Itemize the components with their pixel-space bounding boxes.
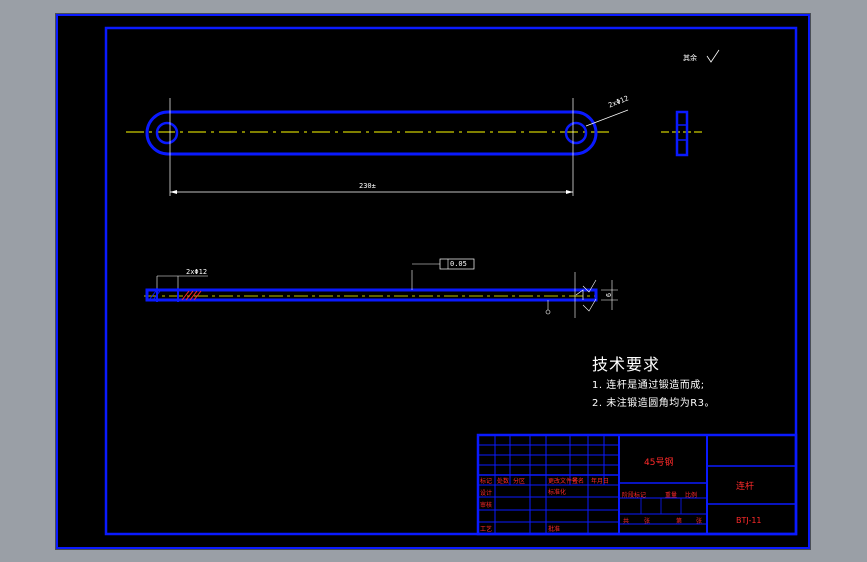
arrow-left — [170, 190, 177, 194]
roughness-symbol — [706, 49, 720, 63]
col-label-sign: 签名 — [572, 478, 585, 485]
col-label-date: 年月日 — [591, 478, 610, 485]
inner-border — [104, 26, 798, 536]
row-label-review: 审核 — [480, 502, 493, 509]
drawing-sheet — [56, 14, 810, 549]
col-label-change-doc: 更改文件号 — [548, 478, 579, 485]
drawing-number: BTJ-11 — [736, 516, 762, 525]
row-label-mark: 标记 — [480, 478, 493, 485]
length-dimension-text: 230± — [359, 182, 376, 190]
end-roughness-mark — [575, 289, 584, 300]
sheet-label-sheet1: 张 — [644, 518, 651, 525]
right-hole — [564, 121, 588, 145]
approve-label: 批准 — [548, 526, 561, 533]
hole-callout-side: 2xΦ12 — [186, 268, 208, 276]
side-view — [144, 258, 618, 318]
hole-leader — [585, 109, 629, 127]
title-block — [476, 433, 798, 536]
end-view — [661, 110, 704, 157]
tolerance-frame — [439, 258, 475, 270]
tolerance-value: 0.05 — [450, 260, 467, 268]
cad-viewport[interactable]: 230± 2xΦ12 2xΦ12 0.05 6 其余 技术要求 1. 连杆是通过… — [56, 14, 810, 549]
tech-note-1: 1. 连杆是通过锻造而成; — [592, 380, 705, 391]
left-hole — [155, 121, 179, 145]
stage-label-weight: 重量 — [665, 492, 678, 499]
thickness-dim-text: 6 — [605, 292, 614, 298]
row-label-process: 工艺 — [480, 526, 493, 533]
stage-label-scale: 比例 — [685, 492, 698, 499]
row-label-design: 设计 — [480, 490, 493, 497]
end-view-body — [675, 110, 689, 157]
sheet-label-no: 第 — [676, 518, 683, 525]
sheet-label-total: 共 — [623, 518, 630, 525]
side-body — [145, 288, 598, 302]
col-label-count: 处数 — [497, 478, 510, 485]
outer-frame — [56, 14, 810, 549]
col-label-zone: 分区 — [513, 478, 526, 485]
std-label: 标准化 — [548, 489, 567, 496]
rod-outline — [145, 110, 598, 156]
part-name: 连杆 — [736, 482, 755, 492]
datum-marker — [545, 309, 551, 315]
stage-label-mark: 阶段标记 — [622, 492, 647, 499]
arrow-right — [566, 190, 573, 194]
tech-notes-title: 技术要求 — [592, 355, 661, 374]
material-label: 45号钢 — [644, 458, 674, 468]
roughness-note: 其余 — [683, 54, 697, 62]
sheet-label-sheet2: 张 — [696, 518, 703, 525]
top-view — [126, 98, 629, 196]
tech-note-2: 2. 未注锻造圆角均为R3。 — [592, 398, 716, 409]
